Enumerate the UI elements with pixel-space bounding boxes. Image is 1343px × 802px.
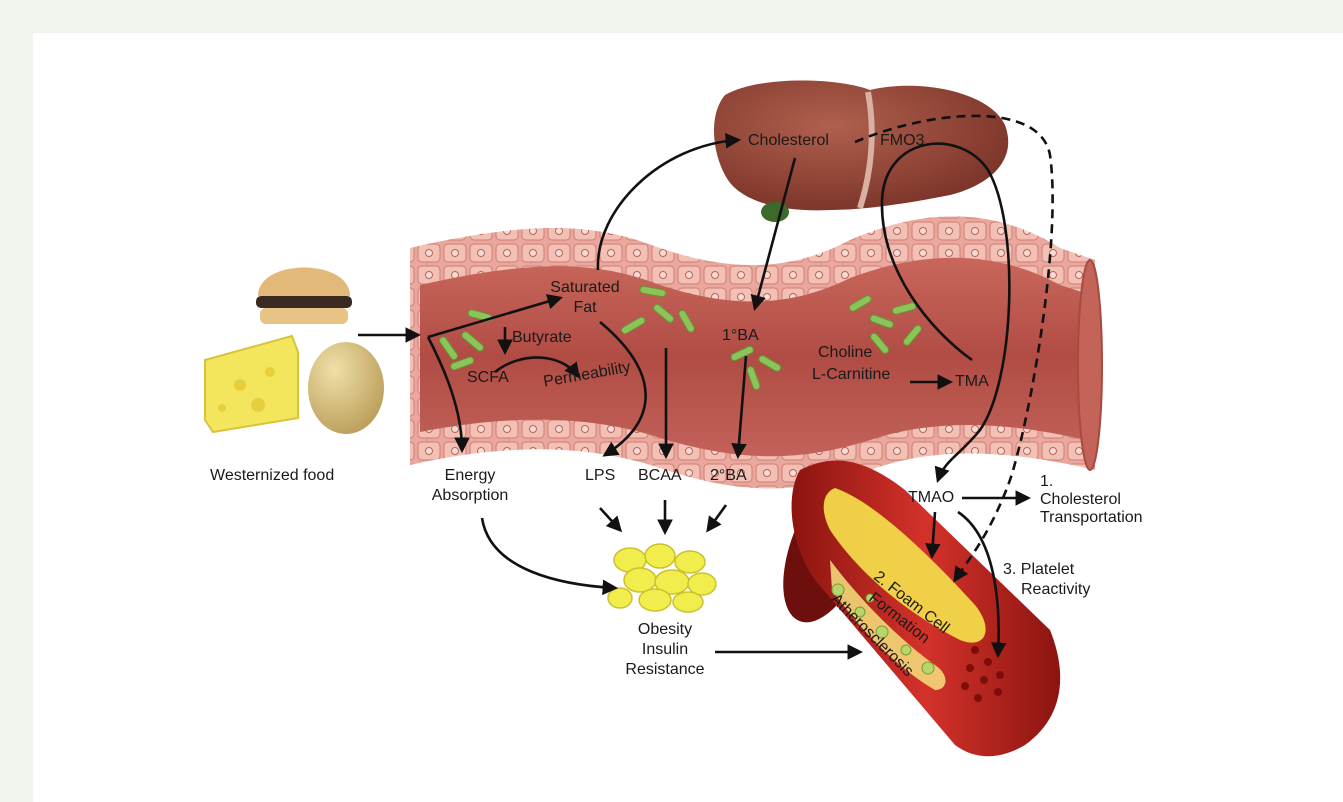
fat-cells-icon [608,544,716,612]
arrow-2ba-to-fat [708,505,726,530]
tmao-label: TMAO [908,488,954,508]
obesity-insulin-resistance-label: Obesity Insulin Resistance [610,620,720,680]
primary-bile-acid-label: 1°BA [722,326,759,346]
egg-icon [308,342,384,434]
cholesterol-label: Cholesterol [748,131,829,151]
fmo3-label: FMO3 [880,131,924,151]
lps-label: LPS [585,466,615,486]
arrow-energy-to-fat [482,518,615,588]
energy-absorption-label: Energy Absorption [420,466,520,506]
liver-icon [714,80,1008,222]
secondary-bile-acid-label: 2°BA [710,466,747,486]
cheese-icon [205,336,298,432]
intestine-icon [410,216,1102,488]
butyrate-label: Butyrate [512,328,572,348]
burger-icon [256,268,352,325]
westernized-food-label: Westernized food [210,466,334,486]
l-carnitine-label: L-Carnitine [812,365,890,385]
scfa-label: SCFA [467,368,509,388]
bcaa-label: BCAA [638,466,682,486]
saturated-fat-label: Saturated Fat [545,278,625,318]
gallbladder-icon [761,202,789,222]
cholesterol-transport-label: 1. Cholesterol Transportation [1040,472,1143,528]
arrow-lps-to-fat [600,508,620,530]
tma-label: TMA [955,372,989,392]
choline-label: Choline [818,343,872,363]
platelet-reactivity-label: 3. Platelet Reactivity [1003,560,1090,600]
